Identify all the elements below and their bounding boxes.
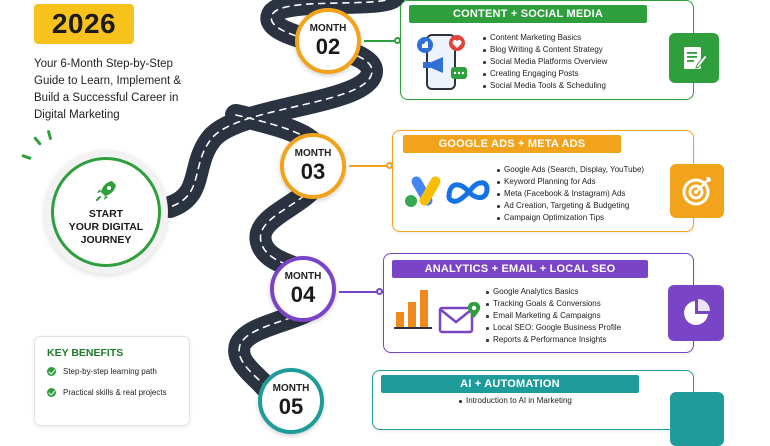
- start-journey-badge: START YOUR DIGITAL JOURNEY: [44, 150, 168, 274]
- list-item: Reports & Performance Insights: [486, 334, 621, 346]
- month-05-card: AI + AUTOMATION Introduction to AI in Ma…: [372, 370, 694, 430]
- intro-line: Guide to Learn, Implement &: [34, 75, 182, 87]
- card-title: ANALYTICS + EMAIL + LOCAL SEO: [392, 260, 648, 278]
- benefit-item: Step-by-step learning path: [47, 367, 157, 376]
- pie-chart-icon: [668, 285, 724, 341]
- list-item: Creating Engaging Posts: [483, 68, 607, 80]
- topic-list: Introduction to AI in Marketing: [459, 395, 572, 407]
- month-05-badge: MONTH 05: [258, 368, 324, 434]
- topic-list: Google Analytics Basics Tracking Goals &…: [486, 286, 621, 346]
- month-label: MONTH: [309, 23, 347, 34]
- month-04-badge: MONTH 04: [270, 256, 336, 322]
- intro-line: Your 6-Month Step-by-Step: [34, 58, 173, 70]
- list-item: Content Marketing Basics: [483, 32, 607, 44]
- email-location-icon: [438, 302, 481, 334]
- start-line: JOURNEY: [80, 233, 132, 246]
- year-badge: 2026: [34, 4, 134, 44]
- bar-chart-icon: [394, 290, 432, 329]
- list-item: Local SEO: Google Business Profile: [486, 322, 621, 334]
- intro-line: Digital Marketing: [34, 109, 120, 121]
- benefit-item: Practical skills & real projects: [47, 388, 167, 397]
- list-item: Tracking Goals & Conversions: [486, 298, 621, 310]
- key-benefits-panel: KEY BENEFITS Step-by-step learning path …: [34, 336, 190, 426]
- intro-line: Build a Successful Career in: [34, 92, 179, 104]
- month-number: 02: [315, 34, 341, 59]
- document-edit-icon: [669, 33, 719, 83]
- intro-text: Your 6-Month Step-by-Step Guide to Learn…: [34, 56, 184, 124]
- list-item: Google Ads (Search, Display, YouTube): [497, 164, 644, 176]
- list-item: Email Marketing & Campaigns: [486, 310, 621, 322]
- list-item: Blog Writing & Content Strategy: [483, 44, 607, 56]
- list-item: Meta (Facebook & Instagram) Ads: [497, 188, 644, 200]
- month-number: 04: [290, 282, 316, 307]
- month-02-card: CONTENT + SOCIAL MEDIA Content Marketing…: [400, 0, 719, 100]
- month-number: 05: [278, 394, 304, 419]
- month-02-badge: MONTH 02: [295, 8, 361, 74]
- month-label: MONTH: [284, 271, 322, 282]
- connector-line: [349, 165, 393, 167]
- meta-logo-icon: [446, 180, 490, 204]
- list-item: Introduction to AI in Marketing: [459, 395, 572, 407]
- topic-list: Content Marketing Basics Blog Writing & …: [483, 32, 607, 92]
- month-04-card: ANALYTICS + EMAIL + LOCAL SEO Google Ana…: [383, 253, 694, 353]
- robot-icon: [670, 392, 724, 446]
- connector-dot: [376, 288, 383, 295]
- connector-line: [364, 40, 402, 42]
- list-item: Social Media Tools & Scheduling: [483, 80, 607, 92]
- month-label: MONTH: [272, 383, 310, 394]
- key-benefits-title: KEY BENEFITS: [47, 347, 124, 359]
- google-ads-logo-icon: [405, 176, 441, 207]
- list-item: Ad Creation, Targeting & Budgeting: [497, 200, 644, 212]
- list-item: Social Media Platforms Overview: [483, 56, 607, 68]
- target-icon: [670, 164, 724, 218]
- list-item: Keyword Planning for Ads: [497, 176, 644, 188]
- start-ring: START YOUR DIGITAL JOURNEY: [51, 157, 161, 267]
- social-media-phone-icon: [417, 34, 467, 90]
- list-item: Campaign Optimization Tips: [497, 212, 644, 224]
- start-line: YOUR DIGITAL: [68, 220, 144, 233]
- list-item: Google Analytics Basics: [486, 286, 621, 298]
- benefit-text: Step-by-step learning path: [63, 367, 157, 376]
- topic-list: Google Ads (Search, Display, YouTube) Ke…: [497, 164, 644, 224]
- month-number: 03: [300, 159, 326, 184]
- benefit-text: Practical skills & real projects: [63, 388, 167, 397]
- month-03-card: GOOGLE ADS + META ADS Google Ads (Search…: [392, 130, 694, 232]
- check-icon: [47, 367, 56, 376]
- check-icon: [47, 388, 56, 397]
- card-title: CONTENT + SOCIAL MEDIA: [409, 5, 647, 23]
- card-title: AI + AUTOMATION: [381, 375, 639, 393]
- rocket-icon: [96, 180, 116, 201]
- card-title: GOOGLE ADS + META ADS: [403, 135, 621, 153]
- month-03-badge: MONTH 03: [280, 133, 346, 199]
- connector-line: [339, 291, 383, 293]
- month-label: MONTH: [294, 148, 332, 159]
- start-line: START: [88, 207, 124, 220]
